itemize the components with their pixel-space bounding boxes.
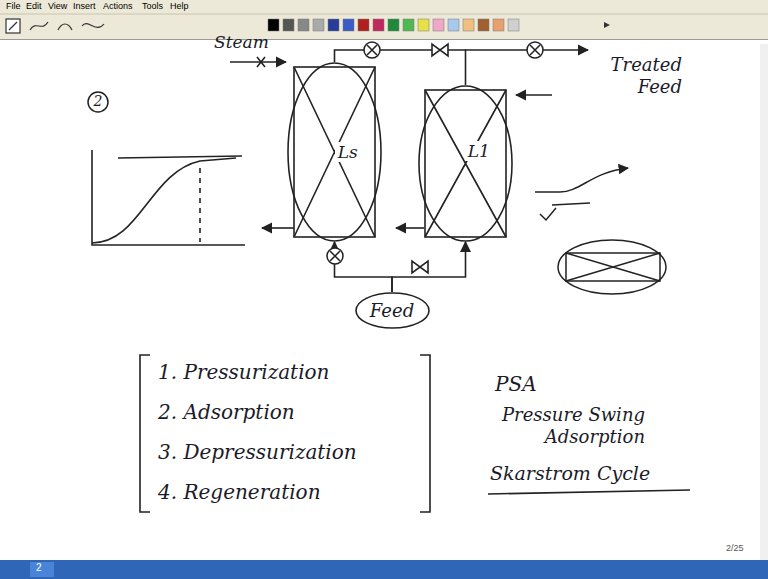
- adsorber-column: Ls: [287, 62, 382, 242]
- adsorber-column: L1: [418, 85, 513, 242]
- circled-number: 2: [88, 93, 108, 110]
- stream-label: Treated Feed: [592, 54, 682, 97]
- page-tab: [30, 562, 54, 577]
- color-palette: [268, 19, 519, 31]
- pump-symbol: [527, 42, 543, 58]
- column-outline: [418, 85, 513, 242]
- page-number: 2: [36, 562, 42, 574]
- list-bracket: [140, 355, 430, 512]
- pipe-line: [335, 242, 393, 292]
- step-item: 3. Depressurization: [158, 440, 357, 464]
- stream-label: Steam: [214, 32, 269, 52]
- cycle-name: Skarstrom Cycle: [490, 462, 650, 485]
- valve-symbol: [412, 261, 428, 273]
- step-item: 2. Adsorption: [158, 400, 295, 424]
- process-name: Pressure Swing Adsorption: [480, 404, 645, 447]
- step-item: 4. Regeneration: [158, 480, 321, 504]
- tool-icons: [6, 19, 104, 33]
- menu-item: Insert: [73, 1, 96, 12]
- page-counter: 2/25: [726, 543, 744, 554]
- breakthrough-graph: [92, 150, 245, 245]
- outlet-arrow: [396, 227, 424, 229]
- menu-item: Actions: [103, 1, 133, 12]
- toolbar: [0, 0, 768, 40]
- underline: [488, 490, 690, 494]
- menu-item: Help: [170, 1, 189, 12]
- node-label: L1: [465, 141, 493, 161]
- menu-item: Edit: [26, 1, 42, 12]
- inlet-arrow: [516, 94, 552, 96]
- pipe-line: [392, 242, 466, 292]
- step-item: 1. Pressurization: [158, 360, 329, 384]
- pump-symbol: [364, 42, 380, 58]
- curve-sketch: [535, 168, 628, 220]
- number-circle: [88, 92, 108, 112]
- column-sketch: [558, 240, 666, 294]
- menu-item: File: [6, 1, 21, 12]
- pump-symbol: [327, 248, 343, 264]
- menu-item: View: [48, 1, 67, 12]
- toolbar-divider: [0, 39, 768, 40]
- node-label: Feed: [370, 300, 414, 321]
- process-name: PSA: [495, 372, 537, 396]
- node-label: Ls: [335, 142, 361, 162]
- valve-symbol: [432, 44, 448, 56]
- outlet-arrow: [262, 227, 294, 229]
- steam-inlet: [230, 57, 286, 67]
- feed-ellipse: Feed: [355, 292, 430, 329]
- menu-item: Tools: [142, 1, 163, 12]
- toolbar-divider: [0, 14, 768, 15]
- toolbar-icon: [604, 22, 610, 28]
- task-bar: [0, 560, 768, 579]
- scroll-bar: [760, 44, 768, 560]
